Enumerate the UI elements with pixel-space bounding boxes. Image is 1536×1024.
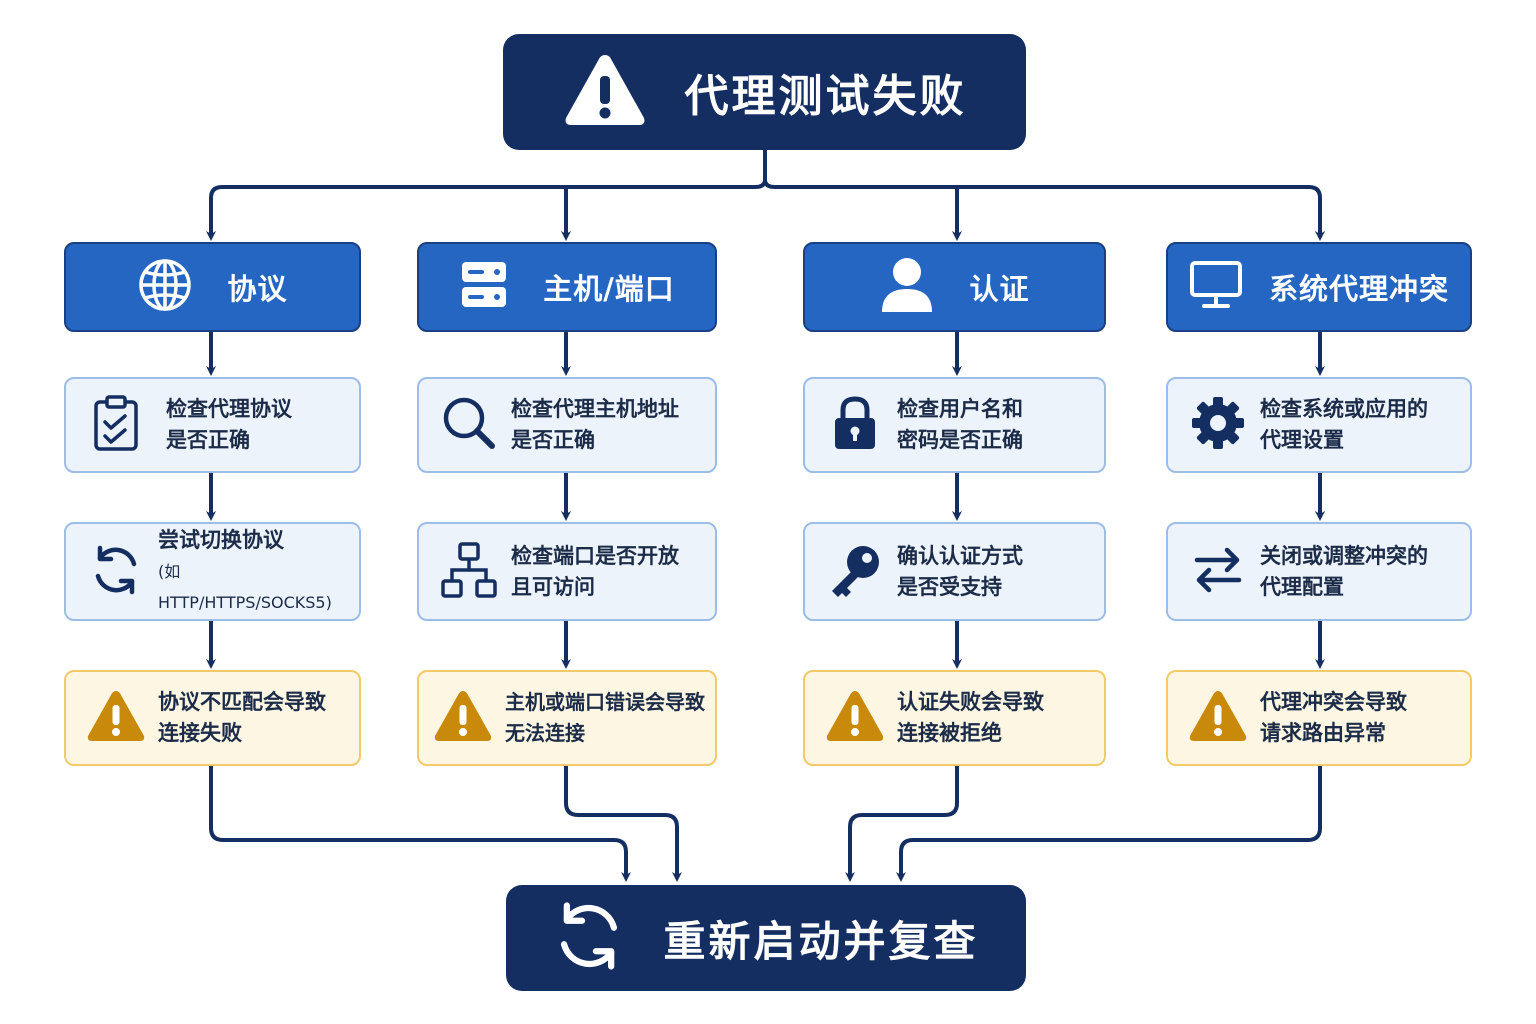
- step-check-credentials: 检查用户名和 密码是否正确: [803, 377, 1106, 473]
- category-label: 认证: [969, 272, 1030, 306]
- key-icon: [827, 542, 883, 602]
- step-adjust-proxy-config: 关闭或调整冲突的 代理配置: [1166, 522, 1472, 621]
- step-text-line1: 检查系统或应用的: [1260, 397, 1428, 421]
- warning-text-line1: 主机或端口错误会导致: [505, 690, 705, 714]
- warning-text-line1: 协议不匹配会导致: [158, 690, 326, 714]
- step-confirm-auth-method: 确认认证方式 是否受支持: [803, 522, 1106, 621]
- category-label: 主机/端口: [543, 272, 675, 306]
- search-icon: [441, 395, 497, 455]
- refresh-icon: [90, 544, 142, 600]
- globe-icon: [137, 257, 193, 317]
- step-text-line2: 且可访问: [511, 574, 595, 599]
- merge-arrow-host: [564, 764, 682, 882]
- step-check-host: 检查代理主机地址 是否正确: [417, 377, 717, 473]
- warning-icon: [433, 689, 493, 747]
- warning-icon: [86, 689, 146, 747]
- category-system-conflict: 系统代理冲突: [1166, 242, 1472, 332]
- warning-protocol-mismatch: 协议不匹配会导致 连接失败: [64, 670, 361, 766]
- clipboard-check-icon: [93, 394, 139, 456]
- warning-icon: [563, 52, 647, 132]
- step-check-port: 检查端口是否开放 且可访问: [417, 522, 717, 621]
- swap-arrows-icon: [1193, 545, 1243, 599]
- user-icon: [879, 256, 935, 318]
- category-label: 协议: [227, 272, 288, 306]
- warning-proxy-conflict: 代理冲突会导致 请求路由异常: [1166, 670, 1472, 766]
- step-text-line1: 关闭或调整冲突的: [1260, 543, 1428, 568]
- category-label: 系统代理冲突: [1268, 272, 1449, 306]
- category-auth: 认证: [803, 242, 1106, 332]
- step-text-line1: 检查代理主机地址: [511, 397, 679, 421]
- final-step-label: 重新启动并复查: [663, 916, 979, 966]
- warning-host-port-error: 主机或端口错误会导致 无法连接: [417, 670, 717, 766]
- step-check-protocol: 检查代理协议 是否正确: [64, 377, 361, 473]
- warning-icon: [825, 689, 885, 747]
- refresh-icon: [553, 900, 625, 976]
- branch-arrow-protocol: [206, 178, 767, 241]
- category-protocol: 协议: [64, 242, 361, 332]
- merge-arrow-conflict: [896, 764, 1322, 882]
- merge-arrow-auth: [845, 764, 959, 882]
- step-text-line1: 检查代理协议: [166, 397, 292, 421]
- step-text-line2: 代理设置: [1260, 428, 1344, 452]
- warning-text-line2: 连接失败: [158, 721, 242, 745]
- category-host-port: 主机/端口: [417, 242, 717, 332]
- protocol-examples-note: (如 HTTP/HTTPS/SOCKS5): [158, 562, 332, 612]
- step-text-line2: 代理配置: [1260, 574, 1344, 599]
- step-text-line2: 是否受支持: [897, 574, 1002, 599]
- warning-icon: [1188, 689, 1248, 747]
- step-text-line1: 检查用户名和: [897, 397, 1023, 421]
- step-switch-protocol: 尝试切换协议 (如 HTTP/HTTPS/SOCKS5): [64, 522, 361, 621]
- lock-icon: [832, 395, 878, 455]
- step-text-line2: 密码是否正确: [897, 428, 1023, 452]
- network-icon: [440, 541, 498, 603]
- warning-text-line1: 代理冲突会导致: [1260, 690, 1407, 714]
- warning-text-line2: 请求路由异常: [1260, 721, 1386, 745]
- warning-auth-failed: 认证失败会导致 连接被拒绝: [803, 670, 1106, 766]
- warning-text-line1: 认证失败会导致: [897, 690, 1044, 714]
- step-text-line2: 是否正确: [511, 428, 595, 452]
- server-icon: [459, 259, 509, 315]
- branch-arrow-conflict: [763, 178, 1325, 241]
- merge-arrow-protocol: [209, 764, 631, 882]
- gear-icon: [1190, 395, 1246, 455]
- final-step-box: 重新启动并复查: [506, 885, 1026, 991]
- title-box: 代理测试失败: [503, 34, 1026, 150]
- monitor-icon: [1189, 260, 1243, 314]
- warning-text-line2: 连接被拒绝: [897, 721, 1002, 745]
- step-check-proxy-settings: 检查系统或应用的 代理设置: [1166, 377, 1472, 473]
- step-text-line2: 是否正确: [166, 428, 250, 452]
- step-text-line1: 尝试切换协议: [158, 528, 284, 552]
- step-text-line1: 确认认证方式: [897, 543, 1023, 568]
- warning-text-line2: 无法连接: [505, 721, 585, 745]
- step-text-line1: 检查端口是否开放: [511, 543, 679, 568]
- diagram-title: 代理测试失败: [684, 71, 967, 122]
